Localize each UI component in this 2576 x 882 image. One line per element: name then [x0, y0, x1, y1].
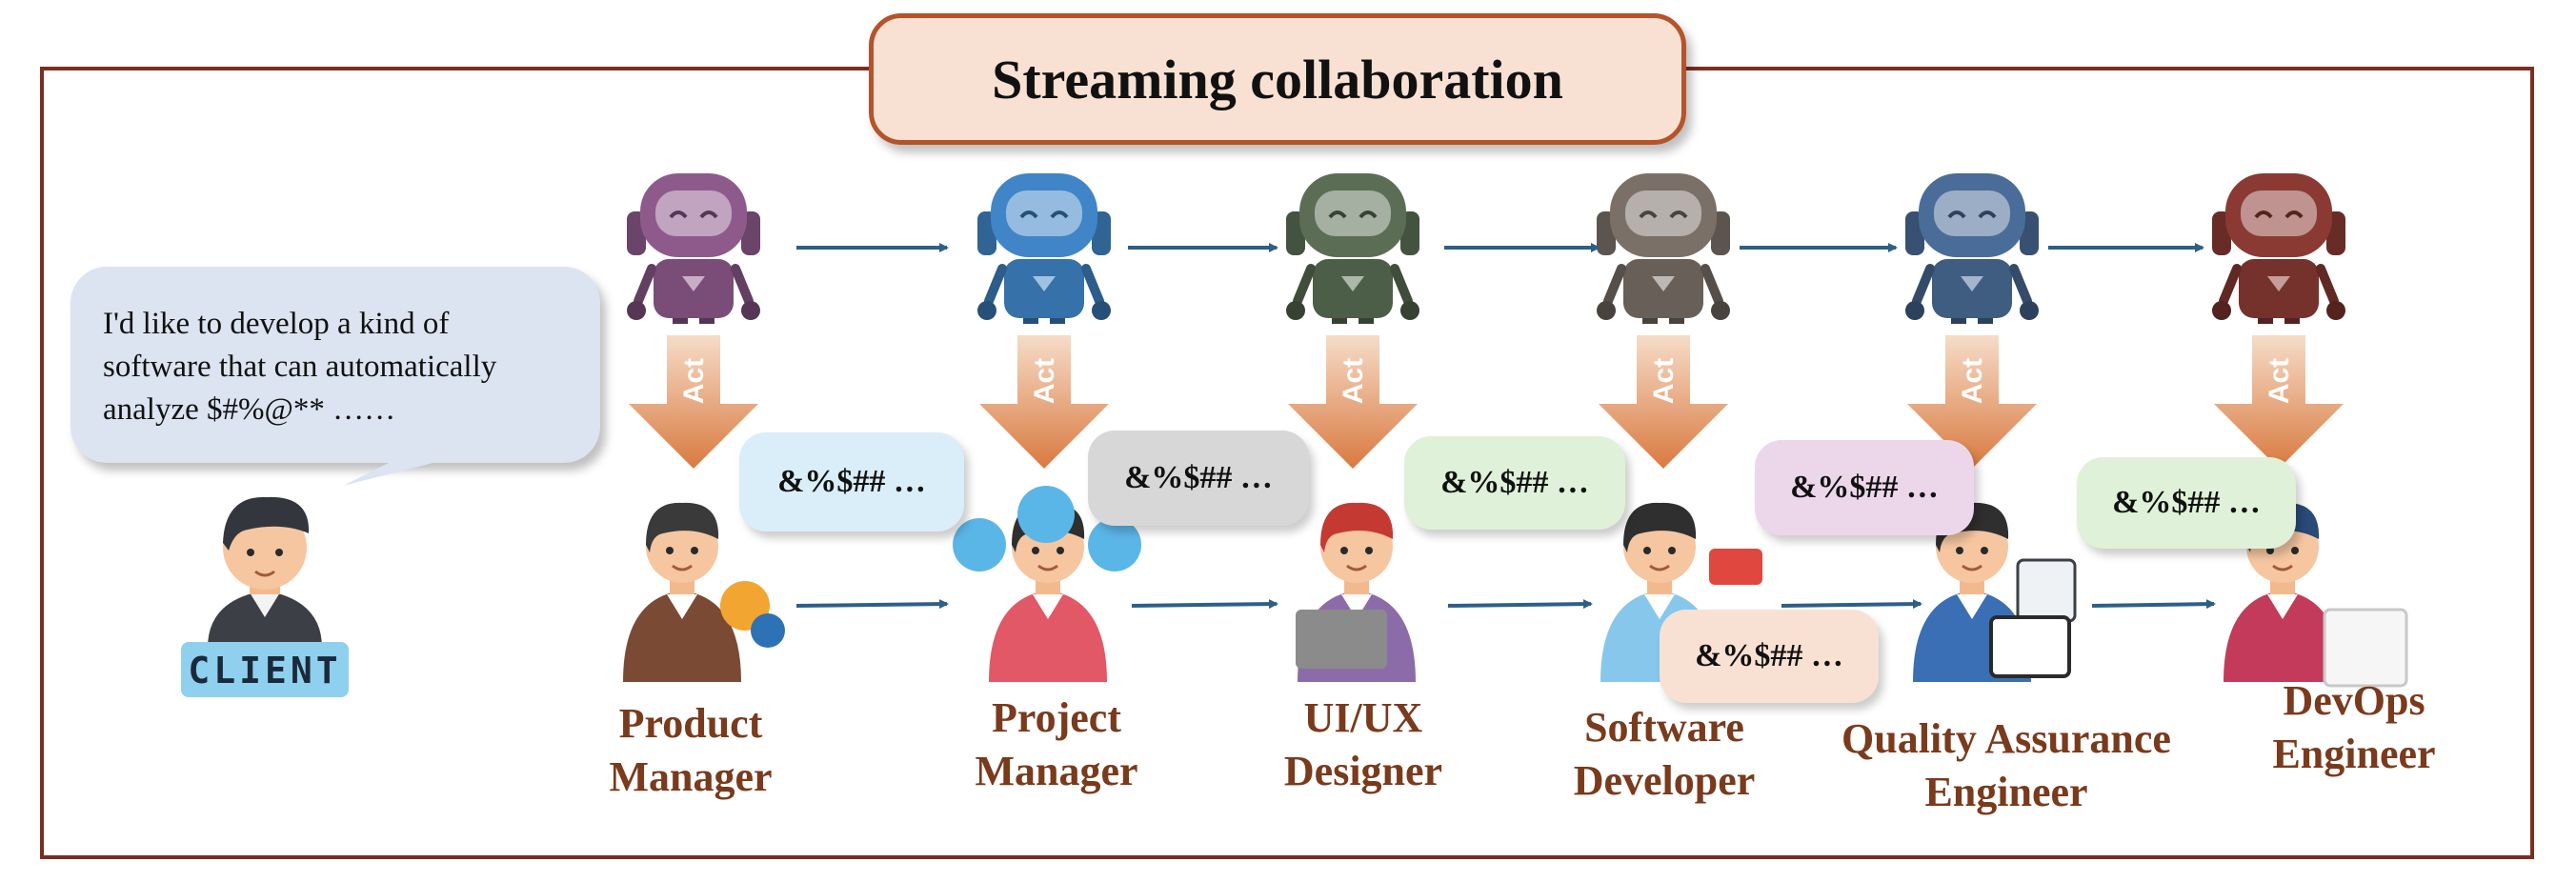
- handoff-arrow: [1131, 599, 1278, 610]
- role-line: Manager: [975, 748, 1138, 794]
- act-label: Act: [2264, 358, 2295, 404]
- gear-icon: [751, 613, 785, 648]
- role-ui-ux-designer: UI/UX Designer: [1244, 692, 1482, 798]
- act-label: Act: [1957, 358, 1988, 404]
- designer-message-bubble: &%$## …: [1404, 436, 1625, 530]
- role-line: Quality Assurance: [1841, 715, 2171, 762]
- act-arrow: Act: [1599, 335, 1728, 469]
- role-line: Designer: [1283, 748, 1443, 794]
- act-arrow: Act: [1288, 335, 1418, 469]
- role-line: Manager: [609, 753, 773, 800]
- act-arrow: Act: [629, 335, 758, 469]
- role-quality-assurance-engineer: Quality Assurance Engineer: [1797, 712, 2216, 819]
- checklist-icon: [2016, 558, 2077, 623]
- role-devops-engineer: DevOps Engineer: [2225, 674, 2483, 781]
- role-line: UI/UX: [1303, 694, 1423, 741]
- clock-icon: [1017, 486, 1075, 543]
- agent-robot-icon: [1597, 173, 1730, 324]
- client-avatar: CLIENT: [181, 496, 349, 697]
- act-label: Act: [1338, 358, 1369, 404]
- agent-robot-icon: [1905, 173, 2039, 324]
- role-line: DevOps: [2283, 677, 2425, 724]
- bubble-text: &%$## …: [777, 464, 926, 499]
- title-box: Streaming collaboration: [869, 13, 1686, 145]
- act-label: Act: [678, 358, 710, 404]
- role-product-manager: Product Manager: [572, 697, 810, 804]
- role-line: Engineer: [2272, 731, 2436, 777]
- bubble-text: &%$## …: [1440, 465, 1589, 500]
- agent-robot-icon: [977, 173, 1111, 324]
- client-request-bubble: I'd like to develop a kind of software t…: [70, 267, 600, 463]
- agent-robot-icon: [627, 173, 760, 324]
- chart-icon: [1088, 518, 1141, 571]
- bubble-text: &%$## …: [2112, 485, 2261, 520]
- diagram-title: Streaming collaboration: [992, 48, 1563, 110]
- client-request-line: analyze $#%@** ……: [103, 392, 396, 427]
- developer-message-bubble: &%$## …: [1755, 440, 1974, 535]
- act-arrow: Act: [2214, 335, 2344, 469]
- folder-icon: [953, 518, 1006, 571]
- client-request-line: software that can automatically: [103, 350, 497, 384]
- developer-second-message-bubble: &%$## …: [1660, 610, 1879, 703]
- bubble-text: &%$## …: [1124, 460, 1273, 495]
- role-line: Project: [992, 694, 1121, 741]
- agent-robot-icon: [1286, 173, 1419, 324]
- role-line: Software: [1584, 704, 1744, 751]
- handoff-arrow: [1781, 599, 1922, 610]
- handoff-arrow: [1447, 599, 1593, 610]
- bubble-text: &%$## …: [1790, 470, 1939, 505]
- role-line: Product: [618, 700, 763, 747]
- role-line: Engineer: [1924, 769, 2088, 815]
- agent-robot-icon: [2212, 173, 2345, 324]
- product-manager-avatar: [623, 502, 741, 682]
- act-label: Act: [1648, 358, 1680, 404]
- client-bubble-tail: [343, 457, 448, 486]
- code-icon: [1709, 549, 1762, 585]
- act-label: Act: [1029, 358, 1060, 404]
- laptop-icon: [1296, 610, 1387, 669]
- devops-message-bubble: &%$## …: [2077, 457, 2296, 549]
- project-manager-message-bubble: &%$## …: [1088, 431, 1309, 526]
- client-request-line: I'd like to develop a kind of: [103, 307, 450, 341]
- handoff-arrow: [2091, 599, 2216, 610]
- act-arrow: Act: [979, 335, 1109, 469]
- code-window-icon: [2323, 608, 2408, 688]
- product-manager-message-bubble: &%$## …: [739, 432, 964, 531]
- laptop-icon: [1989, 615, 2071, 678]
- role-line: Developer: [1573, 757, 1756, 804]
- bubble-text: &%$## …: [1695, 638, 1843, 673]
- handoff-arrow: [795, 599, 949, 610]
- act-arrow: Act: [1907, 335, 2037, 469]
- client-badge: CLIENT: [188, 650, 341, 692]
- role-project-manager: Project Manager: [937, 692, 1176, 798]
- role-software-developer: Software Developer: [1545, 701, 1783, 808]
- role-accessory-icons: [720, 486, 2408, 688]
